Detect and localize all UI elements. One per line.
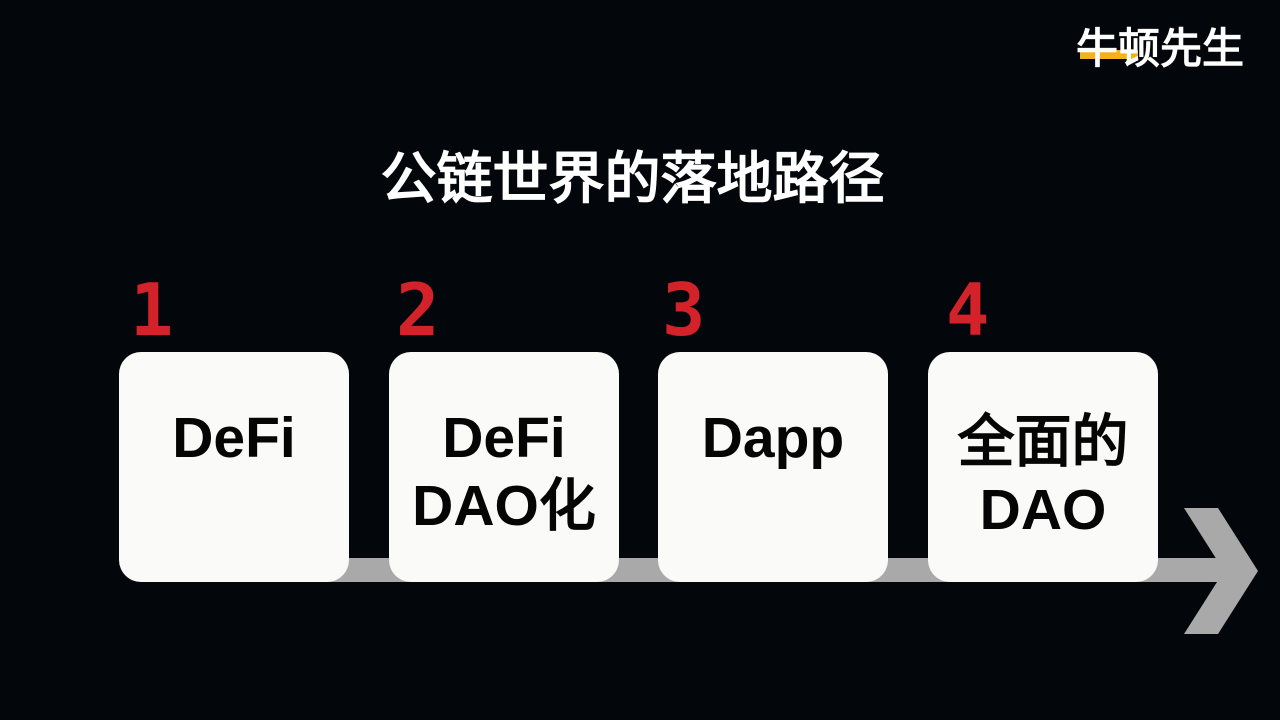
logo-accent-bar <box>1080 50 1138 59</box>
logo-text: 牛顿先生 <box>1076 24 1245 73</box>
step-card-3: Dapp <box>658 352 888 582</box>
step-card-3-label: Dapp <box>701 406 845 470</box>
page-title: 公链世界的落地路径 <box>380 147 885 212</box>
step-card-2: DeFi DAO化 <box>389 352 619 582</box>
step-card-4-label-line2: DAO <box>979 478 1107 542</box>
step-number-1: 1 <box>130 268 174 352</box>
step-card-1-label: DeFi <box>172 406 296 470</box>
step-card-1: DeFi <box>119 352 349 582</box>
logo: 牛顿先生 <box>1076 24 1256 74</box>
step-number-4: 4 <box>946 268 990 352</box>
step-number-2: 2 <box>396 268 440 352</box>
step-number-3: 3 <box>662 268 706 352</box>
timeline-arrow-head-icon <box>1184 508 1258 634</box>
step-card-4: 全面的 DAO <box>928 352 1158 582</box>
step-card-4-label-line1: 全面的 <box>957 410 1129 474</box>
step-card-2-label-line2: DAO化 <box>412 474 596 538</box>
step-card-2-label-line1: DeFi <box>442 406 566 470</box>
